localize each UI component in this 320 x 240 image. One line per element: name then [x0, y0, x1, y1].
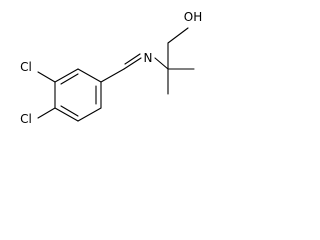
bond-n-to-quaternary-carbon [154, 57, 169, 70]
bond-imine-double-outer [123, 57, 142, 70]
ring-inner-double-bond-top-left [60, 73, 79, 85]
atom-label-nitrogen: N [144, 51, 153, 65]
ring-bond-bottom-to-lower-left [54, 107, 79, 122]
ring-inner-double-bond-bottom-left [60, 105, 79, 117]
bond-ring-to-cl-upper [37, 71, 56, 83]
atom-label-cl-upper: Cl [20, 60, 32, 74]
atom-label-hydroxyl: OH [184, 10, 202, 24]
ring-bond-top-to-upper-right [77, 68, 102, 83]
ring-bond-upper-left-to-top [54, 68, 79, 83]
bond-imine-double-inner [124, 53, 141, 65]
bond-ring-to-cl-lower [37, 107, 56, 119]
bond-ch2-to-oh [167, 27, 189, 44]
atom-label-cl-lower: Cl [20, 112, 32, 125]
ring-bond-lower-right-to-bottom [77, 107, 102, 122]
bond-ring-to-methine [100, 68, 125, 83]
benzene-ring [54, 68, 102, 122]
chemical-structure-diagram: Cl Cl N OH [20, 10, 202, 125]
